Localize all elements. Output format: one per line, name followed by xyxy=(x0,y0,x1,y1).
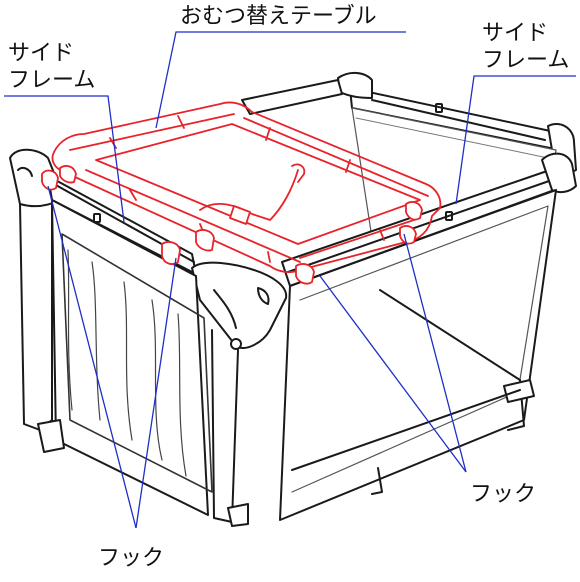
left-back-rail xyxy=(241,79,343,115)
hook-front-center-1 xyxy=(161,241,181,265)
table-pad-seam-3 xyxy=(85,169,301,263)
table-pad-seam-1 xyxy=(69,113,235,151)
corner-cap-ridge xyxy=(213,289,237,329)
side-frame-left-label-line1: サイド xyxy=(8,41,75,66)
table-strap-end xyxy=(291,163,306,183)
table-strap-buckle xyxy=(229,205,251,225)
rail-slot-right xyxy=(445,211,453,221)
mesh-drape-3 xyxy=(123,281,133,441)
right-side-rail-inner xyxy=(287,179,553,273)
leader-changing-table xyxy=(155,31,406,129)
rail-slot-left xyxy=(93,213,101,223)
leader-hook-bottom-left-a xyxy=(47,185,137,529)
hook-front-center-2 xyxy=(195,229,215,252)
back-rail-inner xyxy=(371,99,546,141)
table-tuck-marks xyxy=(109,115,385,263)
floor-leg-mid xyxy=(371,467,383,495)
side-frame-left-label-line2: フレーム xyxy=(8,68,96,93)
leader-hook-bottom-right-b xyxy=(403,233,467,473)
right-mesh-inner xyxy=(291,205,549,493)
side-frame-right-label-line2: フレーム xyxy=(482,48,570,73)
changing-table xyxy=(41,101,442,285)
mesh-drape-4 xyxy=(151,299,163,461)
leader-side-frame-left xyxy=(4,95,125,223)
hook-right-2 xyxy=(399,225,417,245)
table-safety-strap xyxy=(199,169,299,221)
front-center-foot xyxy=(227,503,249,527)
leader-side-frame-right xyxy=(455,75,576,205)
hook-label-bottom-left: フック xyxy=(98,546,165,571)
front-left-leg xyxy=(19,199,53,431)
hook-front-left-2 xyxy=(59,165,77,184)
hook-right-3 xyxy=(405,201,423,221)
front-left-corner-cap-detail xyxy=(17,167,33,177)
floor-front-edge xyxy=(291,389,521,471)
back-mesh-frame xyxy=(355,117,549,159)
hook-right-1 xyxy=(295,263,315,285)
front-right-corner-cap xyxy=(541,152,577,194)
table-outer-frame xyxy=(51,101,442,273)
table-pad-seam-4 xyxy=(299,217,421,259)
hook-label-bottom-right: フック xyxy=(470,482,537,507)
leader-hook-bottom-left-b xyxy=(135,257,177,529)
hook-front-left-1 xyxy=(41,169,59,191)
corner-cap-notch xyxy=(257,287,270,305)
side-frame-right-label-line1: サイド xyxy=(482,21,549,46)
front-center-corner-cap xyxy=(191,261,288,349)
back-left-corner-cap xyxy=(337,72,373,99)
table-pad-seam-2 xyxy=(243,117,429,197)
leader-hook-bottom-right-a xyxy=(319,275,467,473)
rail-slot-back xyxy=(435,103,443,113)
front-mesh-wall xyxy=(51,199,209,516)
right-mesh-wall xyxy=(279,189,557,521)
mesh-drape-5 xyxy=(177,313,187,477)
front-center-leg xyxy=(211,329,239,523)
front-left-foot xyxy=(37,419,65,453)
corner-cap-bolt xyxy=(230,338,242,350)
leader-lines xyxy=(4,31,576,529)
mesh-drape-2 xyxy=(91,261,101,421)
front-mesh-panel xyxy=(61,233,213,493)
floor-back-edge xyxy=(379,289,521,381)
changing-table-label: おむつ替えテーブル xyxy=(180,4,377,29)
playpen xyxy=(9,72,577,527)
